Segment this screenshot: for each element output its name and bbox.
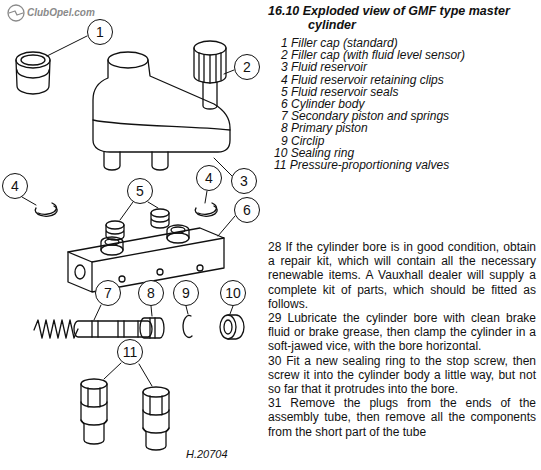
instruction-paragraph: 29 Lubricate the cylinder bore with clea…	[268, 311, 536, 354]
fluid-reservoir	[93, 52, 230, 170]
callout-circle: 3	[231, 168, 257, 194]
legend-item: 1 Filler cap (standard)	[281, 37, 398, 49]
callout-number: 10	[225, 286, 241, 300]
retaining-clip	[195, 203, 217, 216]
legend-item: 9 Circlip	[281, 135, 324, 147]
legend-item: 8 Primary piston	[281, 122, 368, 134]
figure-title: 16.10 Exploded view of GMF type master c…	[268, 4, 538, 32]
legend-item: 10 Sealing ring	[274, 147, 354, 159]
callout-number: 9	[182, 286, 190, 300]
circlip	[183, 315, 192, 337]
sealing-ring	[220, 315, 244, 339]
body-text: 28 If the cylinder bore is in good condi…	[268, 240, 536, 439]
callout-circle: 7	[95, 280, 121, 306]
proportioning-valve	[143, 387, 169, 450]
callout-circle: 8	[138, 280, 164, 306]
legend-item: 3 Fluid reservoir	[281, 61, 367, 73]
callout-number: 2	[243, 60, 251, 74]
callout-circle: 5	[127, 178, 153, 204]
callout-circle: 11	[117, 339, 143, 365]
callout-number: 5	[136, 184, 144, 198]
callout-circle: 6	[234, 197, 260, 223]
callout-circle: 4	[2, 173, 28, 199]
proportioning-valve	[81, 379, 107, 444]
callout-number: 6	[243, 203, 251, 217]
filler-cap	[16, 52, 50, 94]
callout-circle: 1	[87, 19, 113, 45]
filler-cap-sensor	[194, 41, 226, 109]
callout-circle: 4	[196, 165, 222, 191]
callout-number: 1	[96, 25, 104, 39]
legend-item: 11 Pressure-proportioning valves	[274, 159, 449, 171]
reservoir-seal	[151, 209, 169, 228]
callout-circle: 2	[234, 54, 260, 80]
figure-reference: H.20704	[186, 448, 228, 460]
callout-number: 7	[104, 286, 112, 300]
instruction-paragraph: 28 If the cylinder bore is in good condi…	[268, 240, 536, 311]
legend-item: 6 Cylinder body	[281, 98, 364, 110]
instruction-paragraph: 31 Remove the plugs from the ends of the…	[268, 396, 536, 439]
callout-number: 4	[205, 171, 213, 185]
retaining-clip	[35, 203, 57, 216]
callout-number: 11	[123, 345, 138, 359]
legend-item: 5 Fluid reservoir seals	[281, 86, 398, 98]
callout-number: 4	[11, 179, 19, 193]
callout-circle: 10	[220, 280, 246, 306]
watermark-logo	[8, 5, 24, 21]
instruction-paragraph: 30 Fit a new sealing ring to the stop sc…	[268, 354, 536, 397]
legend-item: 4 Fluid reservoir retaining clips	[281, 74, 444, 86]
primary-piston	[140, 318, 164, 338]
callout-number: 8	[147, 286, 155, 300]
callout-circle: 9	[173, 280, 199, 306]
spring-and-secondary-piston	[34, 320, 152, 338]
watermark: ClubOpel.com	[27, 7, 95, 18]
legend-item: 2 Filler cap (with fluid level sensor)	[281, 49, 465, 61]
legend-item: 7 Secondary piston and springs	[281, 110, 449, 122]
leader-lines	[22, 36, 235, 386]
callout-number: 3	[240, 174, 248, 188]
